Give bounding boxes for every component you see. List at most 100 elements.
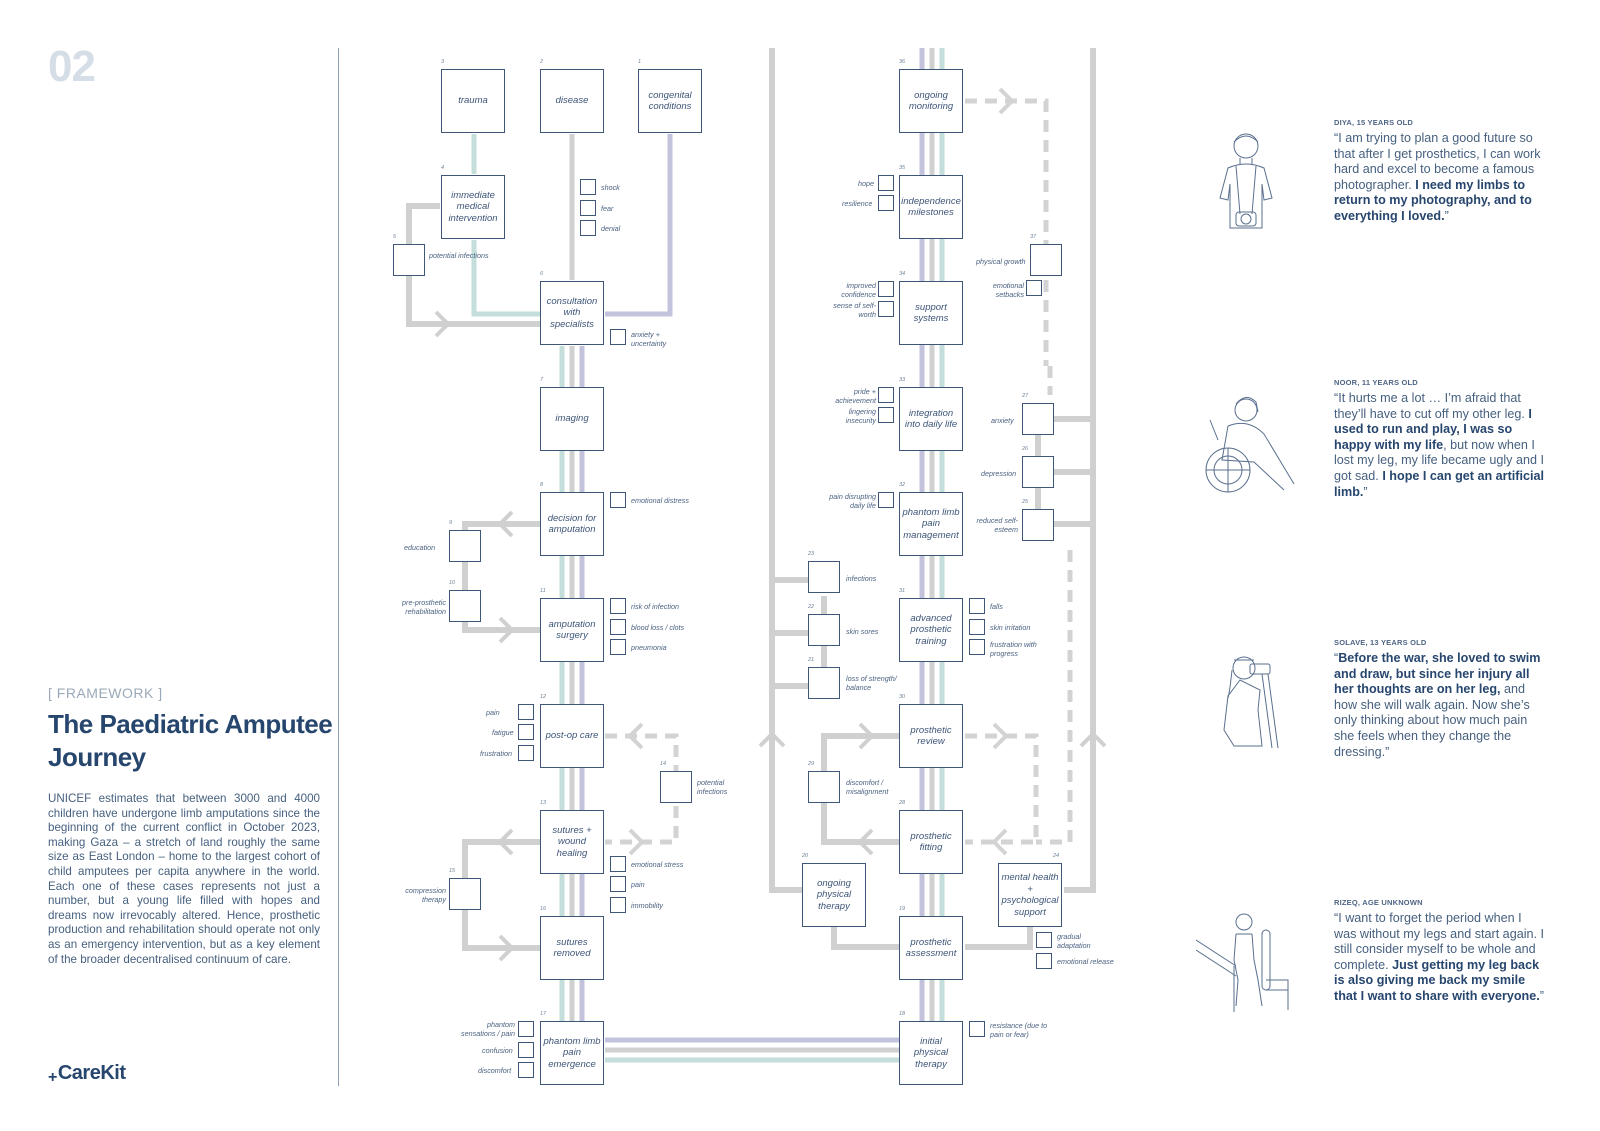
emotion-label: discomfort <box>478 1066 512 1075</box>
emotion-box[interactable] <box>518 1042 534 1058</box>
emotion-box[interactable] <box>610 329 626 345</box>
quote-text: “I am trying to plan a good future so th… <box>1334 131 1544 225</box>
node-phantom-management[interactable]: phantom limb pain management <box>899 492 963 556</box>
emotion-label: fatigue <box>492 728 514 737</box>
node-congenital[interactable]: congenital conditions <box>638 69 702 133</box>
emotion-label: hope <box>858 179 874 188</box>
node-label: potential infections <box>429 251 489 260</box>
emotion-box[interactable] <box>580 179 596 195</box>
node-potential-infections[interactable] <box>393 244 425 276</box>
emotion-box[interactable] <box>610 619 626 635</box>
emotion-box[interactable] <box>610 639 626 655</box>
quote-segment: ” <box>1444 208 1449 223</box>
node-depression[interactable] <box>1022 456 1054 488</box>
node-label: phantom limb pain management <box>902 506 960 541</box>
node-initial-pt[interactable]: initial physical therapy <box>899 1021 963 1085</box>
node-education[interactable] <box>449 530 481 562</box>
emotion-box[interactable] <box>1036 953 1052 969</box>
node-reduced-self-esteem[interactable] <box>1022 509 1054 541</box>
node-label: initial physical therapy <box>913 1035 949 1070</box>
node-number: 21 <box>808 657 815 663</box>
emotion-box[interactable] <box>878 407 894 423</box>
node-phantom-emergence[interactable]: phantom limb pain emergence <box>540 1021 604 1085</box>
emotion-box[interactable] <box>969 1021 985 1037</box>
node-prosthetic-review[interactable]: prosthetic review <box>899 704 963 768</box>
emotion-box[interactable] <box>580 220 596 236</box>
section-label: [ FRAMEWORK ] <box>48 685 163 701</box>
node-mental-health[interactable]: mental health + psychological support <box>998 863 1062 927</box>
node-integration[interactable]: integration into daily life <box>899 387 963 451</box>
node-sutures-healing[interactable]: sutures + wound healing <box>540 810 604 874</box>
node-disease[interactable]: disease <box>540 69 604 133</box>
node-number: 19 <box>899 906 906 912</box>
quote-rizeq: RIZEQ, AGE UNKNOWN “I want to forget the… <box>1334 898 1544 1005</box>
node-sutures-removed[interactable]: sutures removed <box>540 916 604 980</box>
node-support-systems[interactable]: support systems <box>899 281 963 345</box>
node-loss-of-strength[interactable] <box>808 667 840 699</box>
node-potential-infections-2[interactable] <box>660 771 692 803</box>
quote-text: “I want to forget the period when I was … <box>1334 911 1544 1005</box>
node-advanced-training[interactable]: advanced prosthetic training <box>899 598 963 662</box>
emotion-box[interactable] <box>610 598 626 614</box>
node-infections[interactable] <box>808 561 840 593</box>
arrow-head <box>628 828 645 856</box>
quote-emphasis: I used to run and play, I was so happy w… <box>1334 406 1532 452</box>
node-independence[interactable]: independence milestones <box>899 175 963 239</box>
node-prosthetic-fitting[interactable]: prosthetic fitting <box>899 810 963 874</box>
emotion-box[interactable] <box>610 492 626 508</box>
node-number: 9 <box>449 520 453 526</box>
emotion-box[interactable] <box>969 639 985 655</box>
arrow-head <box>857 828 874 856</box>
emotion-label: fear <box>601 204 614 213</box>
quote-author: SOLAVE, 13 YEARS OLD <box>1334 638 1427 647</box>
node-compression-therapy[interactable] <box>449 878 481 910</box>
node-prosthetic-assessment[interactable]: prosthetic assessment <box>899 916 963 980</box>
emotion-box[interactable] <box>878 301 894 317</box>
node-number: 32 <box>899 482 906 488</box>
emotion-box[interactable] <box>1036 932 1052 948</box>
node-ongoing-monitoring[interactable]: ongoing monitoring <box>899 69 963 133</box>
quote-text: “Before the war, she loved to swim and d… <box>1334 651 1544 760</box>
emotion-box[interactable] <box>878 387 894 403</box>
emotion-box[interactable] <box>878 281 894 297</box>
emotion-box[interactable] <box>518 1021 534 1037</box>
node-ongoing-pt[interactable]: ongoing physical therapy <box>802 863 866 927</box>
emotion-box[interactable] <box>610 856 626 872</box>
emotion-box[interactable] <box>878 175 894 191</box>
emotion-label: blood loss / clots <box>631 623 685 632</box>
node-imaging[interactable]: imaging <box>540 387 604 451</box>
node-number: 31 <box>899 588 906 594</box>
node-consultation[interactable]: consultation with specialists <box>540 281 604 345</box>
node-number: 7 <box>540 377 544 383</box>
node-label: sutures + wound healing <box>552 824 592 859</box>
node-label: skin sores <box>846 627 879 636</box>
emotion-box[interactable] <box>610 897 626 913</box>
emotion-box[interactable] <box>518 745 534 761</box>
node-immediate-medical[interactable]: immediate medical intervention <box>441 175 505 239</box>
node-anxiety[interactable] <box>1022 403 1054 435</box>
node-label: phantom limb pain emergence <box>543 1035 601 1070</box>
node-pre-prosthetic[interactable] <box>449 590 481 622</box>
emotion-box[interactable] <box>518 704 534 720</box>
node-discomfort[interactable] <box>808 771 840 803</box>
node-amputation-surgery[interactable]: amputation surgery <box>540 598 604 662</box>
node-number: 12 <box>540 694 547 700</box>
emotion-box[interactable] <box>878 492 894 508</box>
emotion-box[interactable] <box>580 200 596 216</box>
emotion-box[interactable] <box>1026 280 1042 296</box>
node-skin-sores[interactable] <box>808 614 840 646</box>
emotion-box[interactable] <box>878 195 894 211</box>
quote-emphasis: I need my limbs to return to my photogra… <box>1334 177 1532 223</box>
node-trauma[interactable]: trauma <box>441 69 505 133</box>
emotion-box[interactable] <box>518 724 534 740</box>
node-number: 28 <box>899 800 906 806</box>
node-number: 34 <box>899 271 906 277</box>
node-physical-growth[interactable] <box>1030 244 1062 276</box>
node-decision[interactable]: decision for amputation <box>540 492 604 556</box>
quote-text: “It hurts me a lot … I’m afraid that the… <box>1334 391 1544 500</box>
emotion-box[interactable] <box>969 619 985 635</box>
emotion-box[interactable] <box>610 876 626 892</box>
emotion-box[interactable] <box>969 598 985 614</box>
emotion-box[interactable] <box>518 1062 534 1078</box>
node-post-op-care[interactable]: post-op care <box>540 704 604 768</box>
